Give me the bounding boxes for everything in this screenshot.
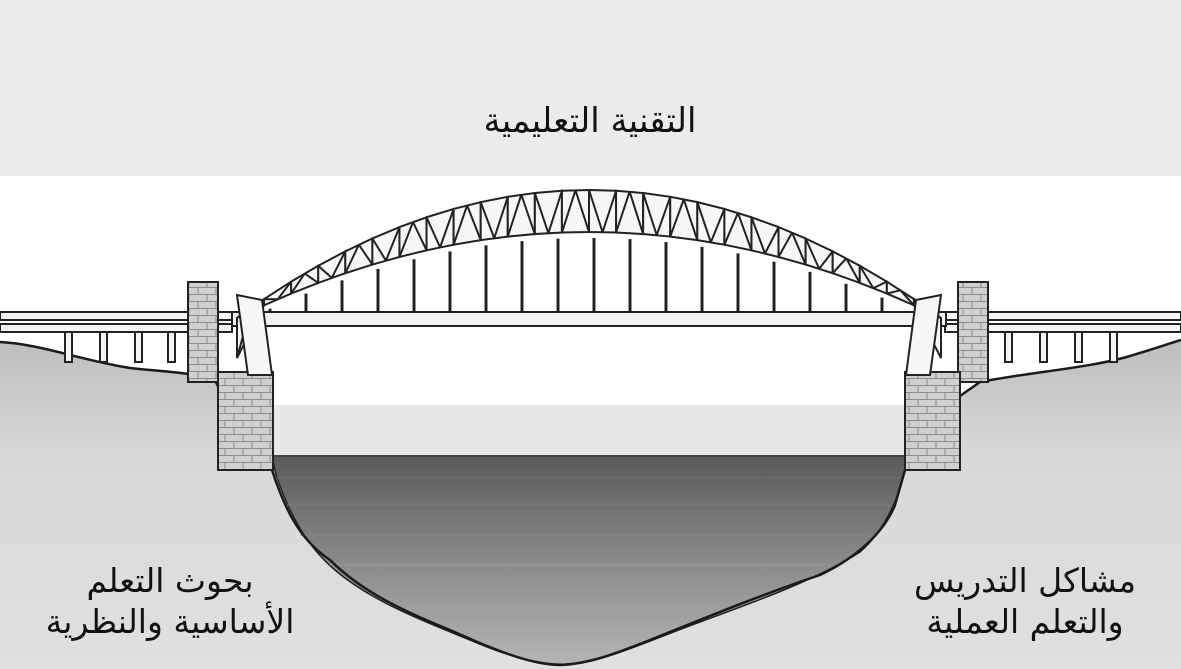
left-bank-label-line2: الأساسية والنظرية (20, 601, 320, 642)
right-bank-label-line2: والتعلم العملية (880, 601, 1170, 642)
diagram-title: التقنية التعليمية (340, 100, 840, 143)
left-bank-label-line1: بحوث التعلم (20, 560, 320, 601)
right-bank-label-line1: مشاكل التدريس (880, 560, 1170, 601)
left-bank-label: بحوث التعلم الأساسية والنظرية (20, 560, 320, 643)
right-bank-label: مشاكل التدريس والتعلم العملية (880, 560, 1170, 643)
